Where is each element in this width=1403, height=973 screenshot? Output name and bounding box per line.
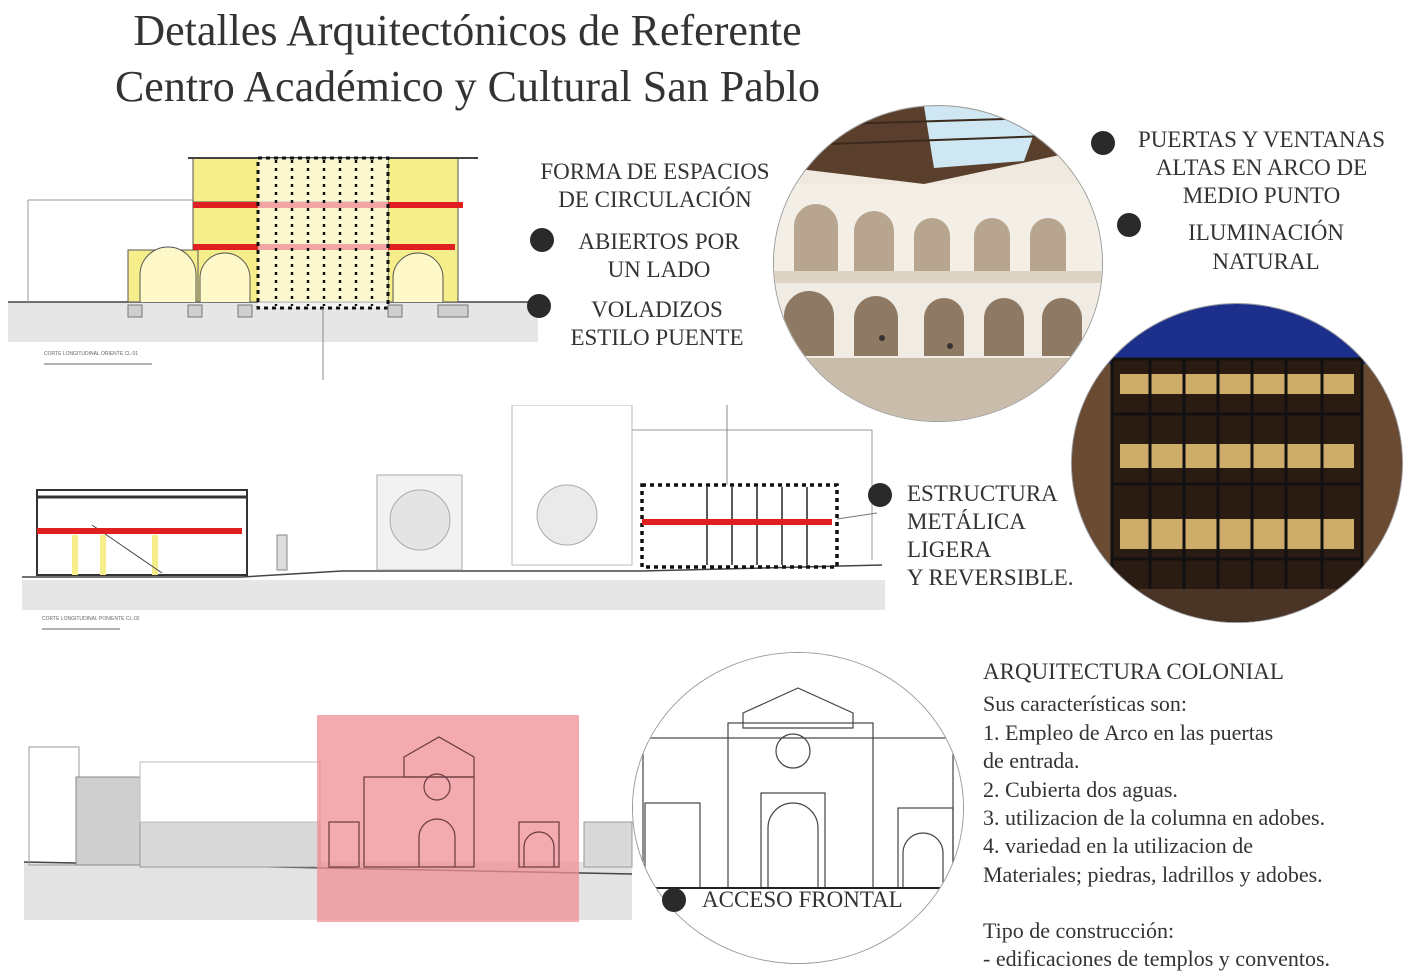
colonial-item: 2. Cubierta dos aguas. (983, 777, 1178, 802)
label-natural-light-2: NATURAL (1212, 249, 1320, 274)
section-2-caption: CORTE LONGITUDINAL PONIENTE CL-02 (42, 616, 140, 622)
label-arch-doors-2: ALTAS EN ARCO DE (1155, 155, 1368, 180)
bullet-natural-light (1117, 213, 1141, 237)
colonial-item: 4. variedad en la utilizacion de (983, 833, 1253, 858)
metal-structure-night-photo (1071, 303, 1403, 623)
label-metal-structure-3: LIGERA (907, 537, 992, 562)
construction-type-label: Tipo de construcción: (983, 918, 1175, 943)
label-open-side-1: ABIERTOS POR (578, 229, 740, 254)
label-natural-light-1: ILUMINACIÓN (1188, 220, 1344, 245)
label-arch-doors-3: MEDIO PUNTO (1182, 183, 1341, 208)
bullet-front-access (662, 888, 686, 912)
facade-elevation-drawing (24, 715, 633, 922)
label-metal-structure-4: Y REVERSIBLE. (907, 565, 1074, 590)
colonial-intro: Sus características son: (983, 691, 1188, 716)
label-cantilever-2: ESTILO PUENTE (570, 325, 744, 350)
label-front-access: ACCESO FRONTAL (702, 887, 903, 912)
label-metal-structure-1: ESTRUCTURA (907, 481, 1058, 506)
courtyard-arcade-photo (773, 105, 1103, 422)
colonial-item: Materiales; piedras, ladrillos y adobes. (983, 862, 1323, 887)
label-circulation-1: FORMA DE ESPACIOS (540, 159, 770, 184)
colonial-item: de entrada. (983, 748, 1080, 773)
label-metal-structure-2: METÁLICA (907, 509, 1026, 534)
colonial-item: 3. utilizacion de la columna en adobes. (983, 805, 1326, 830)
label-open-side-2: UN LADO (607, 257, 711, 282)
page-title-line-2: Centro Académico y Cultural San Pablo (114, 62, 821, 111)
bullet-metal-structure (868, 483, 892, 507)
label-arch-doors-1: PUERTAS Y VENTANAS (1137, 127, 1386, 152)
front-facade-closeup (632, 652, 964, 964)
construction-type-value: - edificaciones de templos y conventos. (983, 946, 1331, 971)
colonial-item: 1. Empleo de Arco en las puertas (983, 720, 1274, 745)
section-1-caption: CORTE LONGITUDINAL ORIENTE CL-01 (44, 351, 139, 357)
label-cantilever-1: VOLADIZOS (591, 297, 723, 322)
bullet-arch-doors (1091, 131, 1115, 155)
scale-bar-2 (42, 628, 120, 630)
section-drawing-1 (8, 156, 538, 380)
colonial-heading: ARQUITECTURA COLONIAL (983, 659, 1284, 684)
label-circulation-2: DE CIRCULACIÓN (558, 187, 752, 212)
bullet-open-side (530, 228, 554, 252)
page-title-line-1: Detalles Arquitectónicos de Referente (133, 6, 802, 55)
scale-bar-1 (44, 363, 152, 365)
section-drawing-2 (22, 405, 885, 610)
bullet-cantilever (527, 294, 551, 318)
